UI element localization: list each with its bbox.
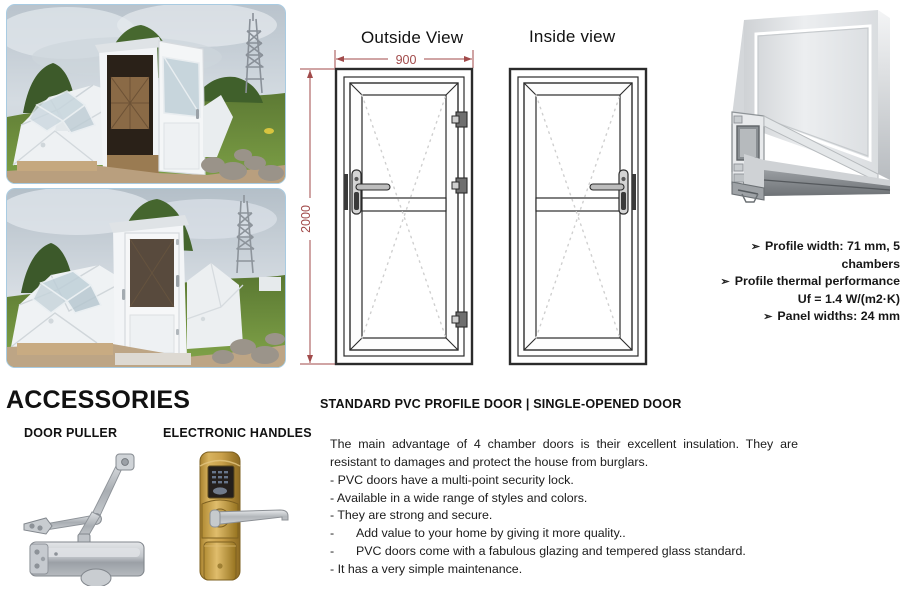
arrow-bullet-icon: ➢	[750, 241, 761, 253]
document-body: The main advantage of 4 chamber doors is…	[330, 436, 798, 579]
electronic-handle-photo	[178, 446, 302, 586]
body-bullet: - They are strong and secure.	[330, 508, 493, 523]
height-dimension-label: 2000	[299, 205, 313, 233]
hinge-icon	[451, 311, 468, 328]
geodesic-dome-greenhouse-with-closed-pvc-door	[6, 188, 286, 368]
hinge-icon	[451, 177, 468, 194]
outside-view-door-drawing	[334, 67, 474, 366]
width-dimension-label: 900	[396, 53, 417, 67]
document-title: STANDARD PVC PROFILE DOOR | SINGLE-OPENE…	[320, 397, 682, 411]
door-handle-icon	[344, 169, 391, 215]
body-bullet: - It has a very simple maintenance.	[330, 562, 523, 577]
inside-view-title: Inside view	[529, 27, 616, 46]
spec-line: ➢ Profile thermal performance	[700, 273, 900, 291]
bullet-dash: -	[330, 544, 335, 559]
spec-line-text: chambers	[841, 256, 900, 271]
bullet-dash: -	[330, 526, 335, 541]
bullet-text: Add value to your home by giving it more…	[356, 526, 626, 541]
arrow-bullet-icon: ➢	[763, 311, 773, 324]
body-bullet: - Add value to your home by giving it mo…	[330, 525, 798, 543]
intro-paragraph: The main advantage of 4 chamber doors is…	[330, 437, 798, 469]
inside-view-door-drawing	[508, 67, 648, 366]
hinge-icon	[451, 111, 468, 128]
door-technical-drawings: 900 2000	[296, 46, 686, 376]
outside-view-title: Outside View	[361, 28, 464, 47]
body-bullet: - PVC doors have a multi-point security …	[330, 472, 574, 487]
spec-line: ➢ Profile width: 71 mm, 5	[700, 238, 900, 256]
electronic-handles-label: ELECTRONIC HANDLES	[163, 426, 312, 440]
accessories-section-title: ACCESSORIES	[6, 386, 191, 414]
bullet-text: PVC doors come with a fabulous glazing a…	[356, 544, 746, 559]
door-handle-icon	[589, 169, 636, 215]
profile-spec-list: ➢ Profile width: 71 mm, 5 chambers ➢ Profi…	[700, 238, 900, 326]
spec-line: Uf = 1.4 W/(m2·K)	[700, 291, 900, 309]
geodesic-dome-greenhouse-with-open-pvc-door	[6, 4, 286, 184]
door-puller-label: DOOR PULLER	[24, 426, 118, 440]
spec-line-text: Panel widths: 24 mm	[777, 309, 900, 324]
spec-line-text: Uf = 1.4 W/(m2·K)	[797, 291, 900, 306]
spec-line-text: Profile width: 71 mm, 5	[765, 239, 900, 253]
door-closer-photo	[12, 446, 158, 586]
body-bullet: - PVC doors come with a fabulous glazing…	[330, 543, 798, 561]
pvc-door-profile-cross-section	[718, 4, 900, 222]
spec-line: chambers	[700, 256, 900, 274]
arrow-bullet-icon: ➢	[720, 276, 730, 289]
body-bullet: - Available in a wide range of styles an…	[330, 490, 588, 505]
spec-line: ➢ Panel widths: 24 mm	[700, 308, 900, 326]
spec-line-text: Profile thermal performance	[734, 274, 900, 289]
